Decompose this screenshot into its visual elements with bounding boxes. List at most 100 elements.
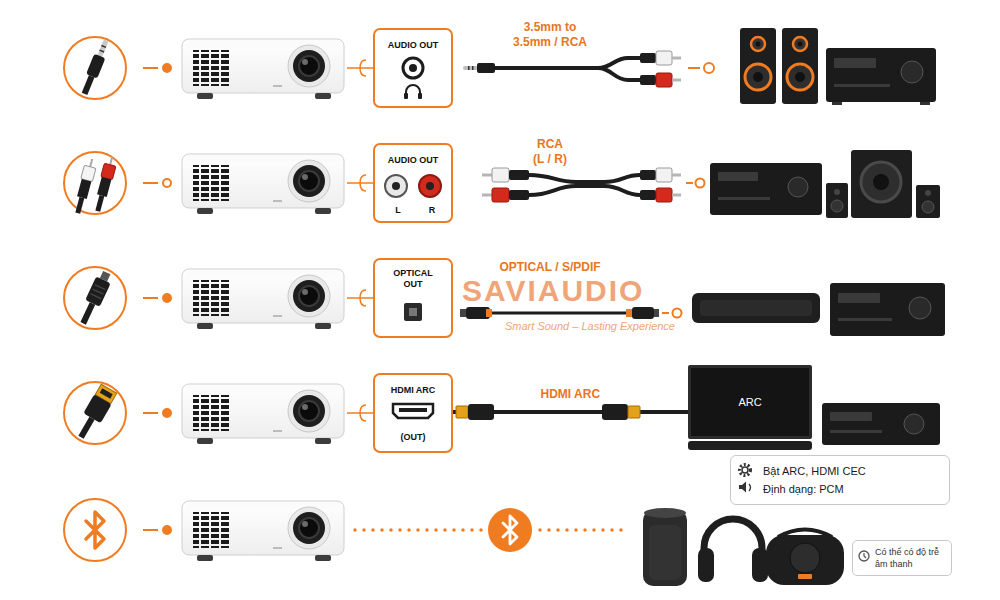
optical-cable bbox=[486, 309, 492, 317]
optical-port bbox=[409, 308, 417, 316]
tv-screen: ARC bbox=[688, 365, 812, 439]
node-text: Bật ARC, HDMI CEC bbox=[763, 462, 939, 480]
rca-cable bbox=[640, 170, 656, 180]
note-icon bbox=[859, 551, 869, 561]
soundbar bbox=[688, 441, 812, 450]
portable-speaker bbox=[798, 574, 812, 579]
flow-dot bbox=[143, 297, 158, 299]
hdmi-port bbox=[393, 404, 433, 418]
aux-cable bbox=[472, 66, 474, 70]
flow-dot bbox=[143, 64, 171, 534]
flow-dot bbox=[673, 309, 682, 318]
bluetooth-icon bbox=[86, 512, 104, 548]
aux-cable bbox=[477, 63, 495, 73]
projector bbox=[182, 501, 344, 561]
av-receiver bbox=[834, 84, 890, 87]
rca-cable bbox=[482, 194, 492, 197]
node-text: Định dạng: PCM bbox=[763, 480, 939, 498]
speaker-set bbox=[826, 183, 848, 218]
rca-jack-port bbox=[385, 175, 441, 197]
note-icon bbox=[739, 482, 746, 493]
projector bbox=[182, 39, 344, 99]
optical-port bbox=[404, 303, 422, 321]
port-box: HDMI ARC(OUT) bbox=[373, 373, 453, 453]
speaker-set bbox=[851, 150, 912, 218]
av-receiver bbox=[830, 430, 882, 433]
av-receiver bbox=[832, 102, 842, 105]
flow-dot bbox=[143, 529, 158, 531]
node-text: ARC bbox=[738, 396, 761, 409]
rca-plug-icon bbox=[75, 197, 84, 214]
bookshelf-speaker bbox=[756, 42, 761, 47]
port-link bbox=[360, 290, 366, 306]
wireless-link bbox=[355, 508, 628, 552]
rca-plug-icon bbox=[97, 177, 111, 197]
optical-cable bbox=[632, 307, 654, 319]
av-receiver bbox=[822, 403, 940, 445]
cable-label: RCA (L / R) bbox=[531, 137, 569, 167]
av-receiver bbox=[718, 197, 770, 200]
speaker-set bbox=[873, 174, 889, 190]
flow-dot bbox=[696, 179, 705, 188]
optical-plug-icon bbox=[90, 294, 101, 299]
rca-cable bbox=[509, 170, 529, 180]
note-icon bbox=[740, 465, 751, 476]
portable-speaker bbox=[766, 530, 844, 586]
hdmi-plug bbox=[468, 404, 494, 420]
flow-dot bbox=[163, 526, 171, 534]
port-link bbox=[347, 60, 373, 421]
jack-plug-icon bbox=[98, 39, 109, 57]
audio-jack-port bbox=[404, 93, 408, 99]
aux-cable bbox=[598, 68, 642, 80]
aux-cable bbox=[463, 66, 478, 70]
aux-cable bbox=[640, 75, 656, 85]
flow-dot bbox=[686, 182, 693, 184]
rca-cable bbox=[640, 190, 656, 200]
rca-jack-port bbox=[392, 182, 400, 190]
speaker-set bbox=[861, 162, 901, 202]
bookshelf-speaker bbox=[751, 37, 765, 51]
aux-cable bbox=[656, 51, 672, 65]
smart-speaker bbox=[643, 510, 687, 586]
rca-plug-icon bbox=[95, 195, 104, 212]
bookshelf-speaker bbox=[745, 64, 771, 90]
optical-cable bbox=[626, 309, 632, 317]
rca-cable bbox=[656, 168, 672, 182]
hdmi-plug-icon bbox=[78, 417, 94, 439]
av-receiver bbox=[830, 283, 945, 336]
hdmi-plug-icon bbox=[72, 384, 117, 442]
av-receiver bbox=[838, 293, 880, 303]
flow-dot bbox=[662, 312, 669, 314]
port-box: AUDIO OUTLR bbox=[373, 143, 453, 223]
jack-plug-icon bbox=[99, 49, 104, 52]
aux-cable bbox=[495, 66, 598, 70]
optical-plug-icon bbox=[80, 302, 95, 324]
jack-plug-icon bbox=[86, 54, 105, 79]
rca-cable bbox=[482, 168, 681, 202]
bookshelf-speaker bbox=[787, 64, 813, 90]
connector-icon bbox=[64, 37, 126, 99]
bookshelf-speaker bbox=[795, 72, 805, 82]
audio-jack-port bbox=[403, 58, 423, 78]
rca-cable bbox=[482, 174, 492, 177]
rca-plug-icon bbox=[81, 165, 96, 182]
hdmi-plug bbox=[602, 404, 628, 420]
note-box: Bật ARC, HDMI CECĐịnh dạng: PCM bbox=[730, 455, 950, 505]
av-receiver bbox=[834, 58, 876, 68]
optical-plug-icon bbox=[95, 285, 106, 290]
jack-plug-icon bbox=[82, 75, 95, 95]
smart-speaker bbox=[644, 508, 686, 518]
bookshelf-speaker bbox=[782, 28, 818, 104]
av-receiver bbox=[904, 414, 924, 434]
cable-label: 3.5mm to 3.5mm / RCA bbox=[505, 20, 595, 50]
jack-plug-icon bbox=[79, 38, 112, 96]
port-link bbox=[360, 175, 366, 191]
rca-plug-icon bbox=[72, 155, 118, 214]
av-receiver bbox=[909, 297, 931, 319]
note-icon bbox=[742, 467, 748, 473]
flow-dot bbox=[163, 179, 171, 187]
optical-plug-icon bbox=[93, 289, 104, 294]
speaker-set bbox=[922, 201, 934, 213]
projector bbox=[182, 39, 344, 561]
